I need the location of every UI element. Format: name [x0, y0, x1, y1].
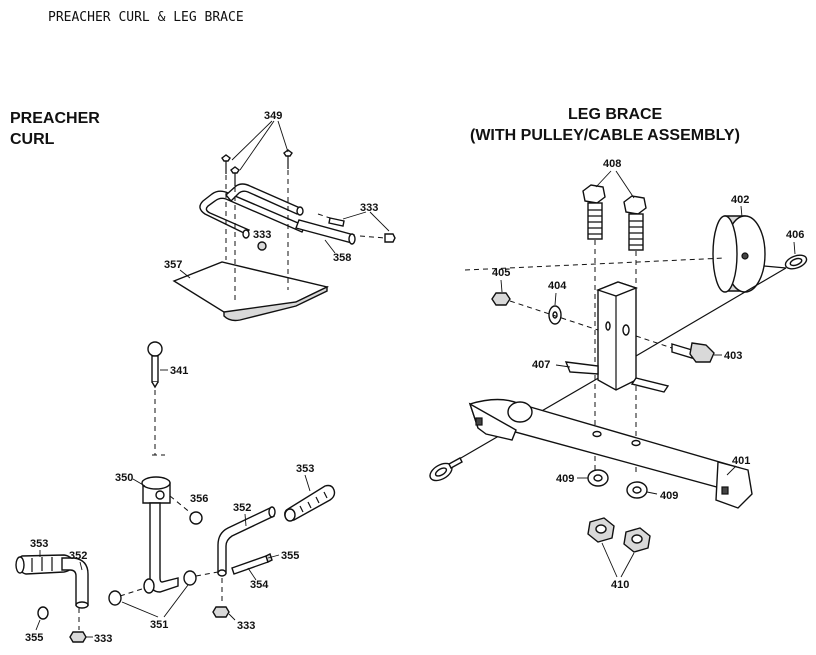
preacher-pad-assembly: 349 333 333 358 357 — [164, 110, 396, 322]
nut-410-right — [623, 527, 651, 553]
bolt-408-left — [582, 184, 606, 240]
preacher-lower-assembly: 341 350 356 353 352 — [15, 341, 336, 645]
grip-353-left — [15, 554, 73, 575]
label-402: 402 — [731, 194, 749, 206]
label-356: 356 — [190, 493, 208, 505]
label-352-right: 352 — [233, 502, 251, 514]
label-333-lower-left: 333 — [94, 633, 112, 645]
grip-353-right — [284, 484, 336, 522]
label-404: 404 — [548, 280, 567, 292]
label-401: 401 — [732, 455, 750, 467]
preacher-curl-heading-line2: CURL — [10, 131, 55, 148]
label-355-right: 355 — [281, 550, 299, 562]
label-357: 357 — [164, 259, 182, 271]
screw-349-b — [230, 166, 240, 186]
screw-349-a — [221, 154, 231, 174]
leg-brace-assembly: 408 402 406 405 — [429, 158, 808, 591]
label-351: 351 — [150, 619, 168, 631]
label-408: 408 — [603, 158, 621, 170]
leg-brace-heading-line2: (WITH PULLEY/CABLE ASSEMBLY) — [470, 127, 740, 144]
label-350: 350 — [115, 472, 133, 484]
pulley-402 — [712, 215, 766, 293]
label-407: 407 — [532, 359, 550, 371]
preacher-curl-heading-line1: PREACHER — [10, 110, 100, 127]
bolt-403 — [671, 342, 715, 363]
label-353-right: 353 — [296, 463, 314, 475]
label-333-upper-mid: 333 — [253, 229, 271, 241]
pop-pin-341 — [147, 341, 163, 389]
nut-410-left — [587, 517, 615, 543]
frame-tube-401 — [468, 398, 753, 509]
screw-349-c — [283, 149, 293, 169]
cable-eyelet-left — [429, 457, 463, 482]
label-349: 349 — [264, 110, 282, 122]
label-358: 358 — [333, 252, 351, 264]
label-406: 406 — [786, 229, 804, 241]
cable-eyelet-406 — [784, 254, 808, 270]
label-355-left: 355 — [25, 632, 43, 644]
label-352-left: 352 — [69, 550, 87, 562]
label-333-upper-right: 333 — [360, 202, 378, 214]
label-333-lower-mid: 333 — [237, 620, 255, 632]
handle-352-left — [61, 557, 89, 609]
label-341: 341 — [170, 365, 188, 377]
label-353-left: 353 — [30, 538, 48, 550]
leg-brace-heading-line1: LEG BRACE — [568, 106, 663, 123]
label-403: 403 — [724, 350, 742, 362]
label-354: 354 — [250, 579, 269, 591]
label-409-left: 409 — [556, 473, 574, 485]
label-409-right: 409 — [660, 490, 678, 502]
label-410: 410 — [611, 579, 629, 591]
pulley-bracket — [595, 281, 639, 391]
page-title: PREACHER CURL & LEG BRACE — [48, 10, 244, 25]
upright-post-350 — [141, 476, 179, 594]
label-405: 405 — [492, 267, 510, 279]
bolt-408-right — [623, 195, 647, 251]
